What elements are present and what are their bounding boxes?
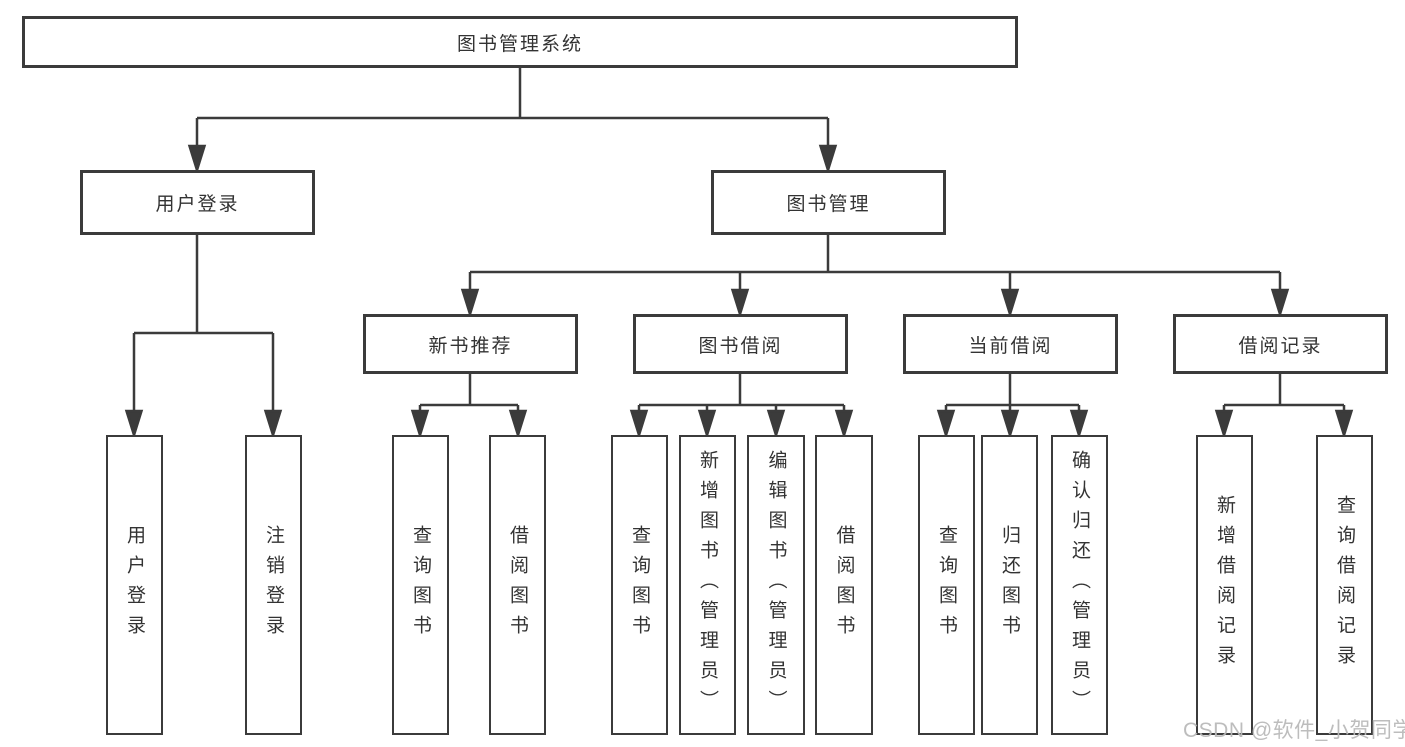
leaf-label: 查询图书 <box>936 525 957 645</box>
node-label: 图书管理系统 <box>456 33 583 55</box>
node-label: 借阅记录 <box>1238 335 1323 357</box>
leaf-label: 用户登录 <box>124 525 145 645</box>
leaf-label: 编辑图书（管理员） <box>765 450 787 720</box>
leaf-add-borrowing-record: 新增借阅记录 <box>1196 435 1253 735</box>
node-label: 新书推荐 <box>428 335 513 357</box>
node-user-login-branch: 用户登录 <box>80 170 315 235</box>
connector-book-borrowing-to-leaves <box>629 374 854 440</box>
node-label: 图书管理 <box>786 194 871 215</box>
node-new-book-recommendation: 新书推荐 <box>363 314 578 374</box>
leaf-label: 新增借阅记录 <box>1214 495 1235 675</box>
leaf-add-books-admin: 新增图书（管理员） <box>679 435 736 735</box>
leaf-label: 查询借阅记录 <box>1334 495 1355 675</box>
leaf-label: 借阅图书 <box>507 525 528 645</box>
leaf-query-books-recommend: 查询图书 <box>392 435 449 735</box>
connector-current-borrowing-to-leaves <box>936 374 1089 440</box>
node-label: 当前借阅 <box>968 335 1053 357</box>
leaf-edit-books-admin: 编辑图书（管理员） <box>747 435 805 735</box>
node-label: 用户登录 <box>155 194 240 215</box>
leaf-label: 注销登录 <box>263 525 284 645</box>
connector-new-book-recommendation-to-leaves <box>410 374 528 440</box>
leaf-label: 确认归还（管理员） <box>1069 450 1090 720</box>
node-book-management-branch: 图书管理 <box>711 170 946 235</box>
connector-root-to-level2 <box>187 68 838 175</box>
leaf-query-books-current: 查询图书 <box>918 435 975 735</box>
node-label: 图书借阅 <box>698 335 783 357</box>
leaf-borrow-books: 借阅图书 <box>815 435 873 735</box>
leaf-query-books-borrowing: 查询图书 <box>611 435 668 735</box>
connector-book-management-to-level3 <box>460 235 1290 319</box>
node-current-borrowing: 当前借阅 <box>903 314 1118 374</box>
node-library-management-system: 图书管理系统 <box>22 16 1018 68</box>
node-book-borrowing: 图书借阅 <box>633 314 848 374</box>
leaf-confirm-return-admin: 确认归还（管理员） <box>1051 435 1108 735</box>
leaf-label: 归还图书 <box>999 525 1020 645</box>
leaf-user-login: 用户登录 <box>106 435 163 735</box>
leaf-label: 查询图书 <box>410 525 431 645</box>
node-borrowing-records: 借阅记录 <box>1173 314 1388 374</box>
watermark-text: CSDN @软件_小贺同学 <box>1183 719 1405 742</box>
leaf-borrow-books-recommend: 借阅图书 <box>489 435 546 735</box>
connector-user-login-to-leaves <box>124 235 283 440</box>
leaf-label: 借阅图书 <box>833 525 855 645</box>
leaf-query-borrowing-record: 查询借阅记录 <box>1316 435 1373 735</box>
connector-borrowing-records-to-leaves <box>1214 374 1354 440</box>
leaf-return-books: 归还图书 <box>981 435 1038 735</box>
leaf-logout: 注销登录 <box>245 435 302 735</box>
leaf-label: 新增图书（管理员） <box>697 450 718 720</box>
leaf-label: 查询图书 <box>629 525 650 645</box>
